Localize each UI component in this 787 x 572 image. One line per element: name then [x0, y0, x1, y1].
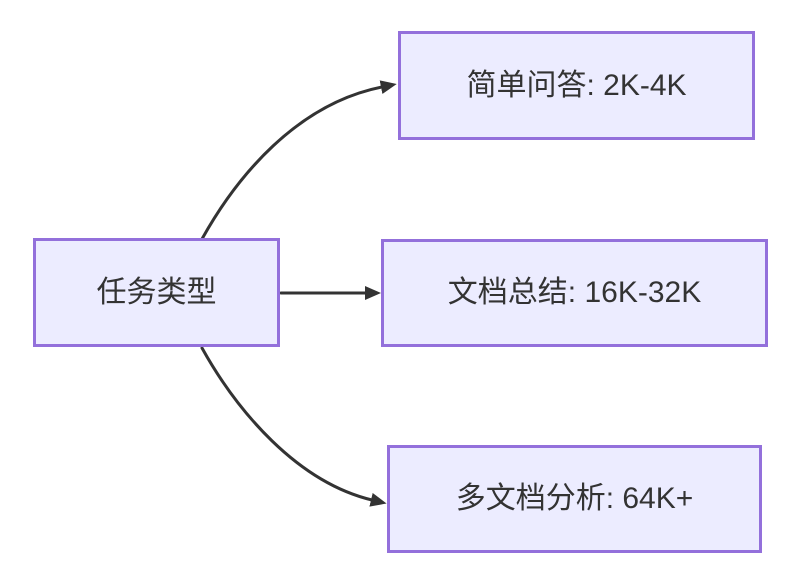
node-multidoc-analysis: 多文档分析: 64K+: [387, 445, 762, 553]
edge-root-to-multidoc: [200, 346, 387, 507]
node-simple-qa-label: 简单问答: 2K-4K: [466, 68, 687, 102]
node-multidoc-analysis-label: 多文档分析: 64K+: [455, 482, 694, 515]
edge-root-to-qa: [200, 80, 397, 241]
node-doc-summary-label: 文档总结: 16K-32K: [447, 276, 702, 309]
node-simple-qa: 简单问答: 2K-4K: [398, 31, 755, 140]
node-task-type-label: 任务类型: [96, 275, 217, 309]
node-doc-summary: 文档总结: 16K-32K: [381, 239, 768, 347]
node-task-type: 任务类型: [33, 238, 280, 347]
